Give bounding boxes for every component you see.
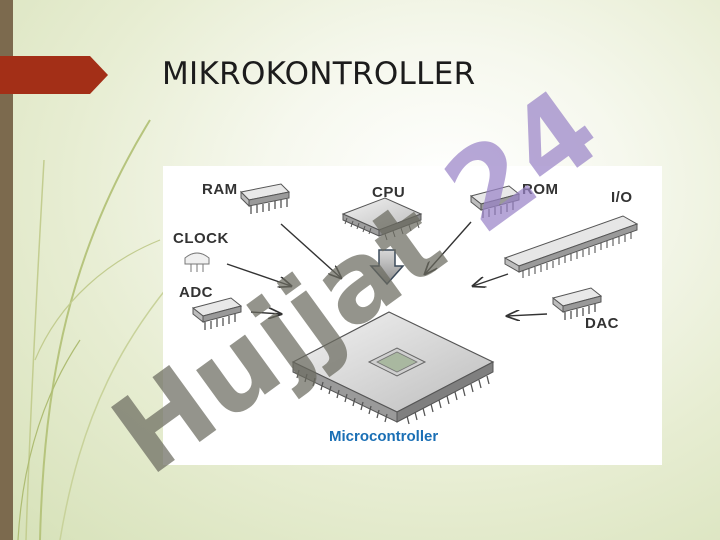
label-adc: ADC xyxy=(179,284,213,301)
slide-title: MIKROKONTROLLER xyxy=(162,56,476,92)
clock-crystal xyxy=(184,252,210,272)
rom-chip xyxy=(469,185,521,218)
microcontroller-chip xyxy=(291,311,495,425)
label-io: I/O xyxy=(611,189,633,206)
adc-chip xyxy=(191,297,243,330)
label-dac: DAC xyxy=(585,315,619,332)
dac-chip xyxy=(551,287,603,320)
cpu-chip xyxy=(341,197,423,241)
microcontroller-diagram: RAM CPU ROM I/O CLOCK ADC DAC Microcontr… xyxy=(163,166,662,465)
label-ram: RAM xyxy=(202,181,238,198)
left-accent-bar xyxy=(0,0,13,540)
title-arrow-shape xyxy=(0,56,108,94)
down-arrow-icon xyxy=(369,249,405,286)
label-cpu: CPU xyxy=(372,184,405,201)
label-microcontroller: Microcontroller xyxy=(329,428,438,445)
label-clock: CLOCK xyxy=(173,230,229,247)
chip-pins xyxy=(296,369,490,425)
ram-chip xyxy=(239,183,291,214)
label-rom: ROM xyxy=(522,181,559,198)
connection-arrows xyxy=(226,221,548,316)
io-chip xyxy=(503,215,639,278)
